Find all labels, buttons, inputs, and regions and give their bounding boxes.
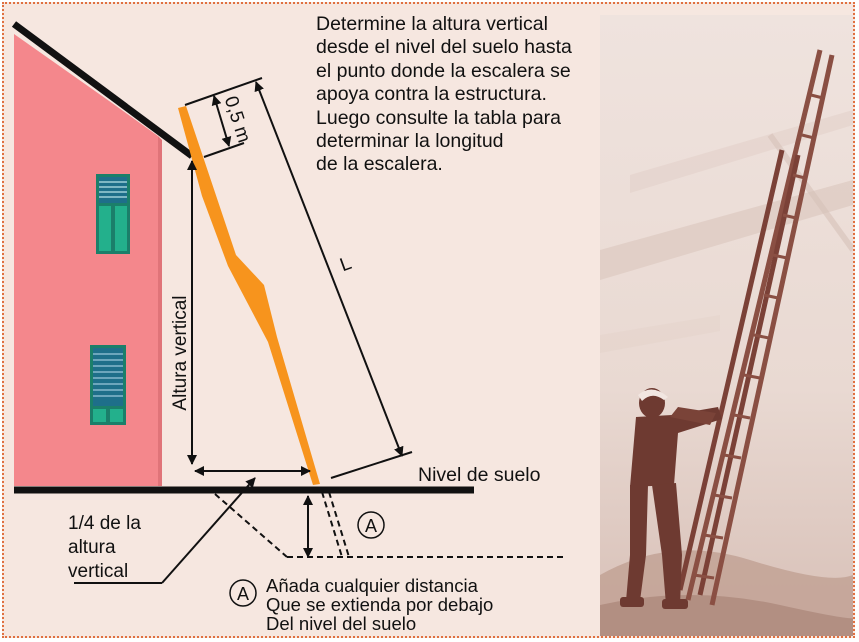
man-holding-extension-ladder-photo [600,15,853,636]
offset-extension-top [184,77,263,106]
ground-level-label: Nivel de suelo [418,464,541,486]
fraction-leader-arrow [161,477,256,584]
instructions-line: Luego consulte la tabla para [316,106,562,129]
marker-a-circle-lower [229,579,257,607]
below-ground-note: Añada cualquier distancia Que se extiend… [266,576,493,633]
gable-shadow [158,136,162,486]
dashed-ladder-foot-right-1 [321,491,343,558]
instructions-line: de la escalera. [316,153,443,176]
instructions-line: apoya contra la estructura. [316,83,547,106]
marker-a-lower: A [237,584,249,604]
quarter-height-label-line: altura [68,537,116,558]
dashed-ladder-foot-right-2 [328,491,350,558]
offset-extension-bottom [203,142,245,158]
building-wall [14,34,158,486]
below-ground-note-line: Que se extienda por debajo [266,594,494,615]
offset-arrow [211,95,232,147]
below-ground-note-line: Añada cualquier distancia [266,575,478,596]
dashed-ladder-foot-left [214,493,288,558]
quarter-height-label-line: vertical [68,561,129,582]
vertical-height-label: Altura vertical [170,295,191,411]
ladder [178,106,320,485]
length-extension-bottom [330,451,413,479]
lower-window [90,345,126,425]
upper-window [96,174,130,254]
roof-line [11,21,195,159]
instructions-line: determinar la longitud [316,130,504,153]
below-ground-note-line: Del nivel del suelo [266,613,417,634]
quarter-height-label-line: 1/4 de la [68,513,141,534]
length-arrow [254,81,404,457]
instructions-line: el punto donde la escalera se [316,59,571,82]
instructions-text: Determine la altura vertical desde el ni… [316,13,606,177]
quarter-height-label: 1/4 de la altura vertical [68,512,141,584]
ladder-diagram: A A [11,21,566,607]
marker-a-upper: A [365,516,377,536]
instructions-line: Determine la altura vertical [316,13,548,35]
marker-a-circle-upper [357,511,385,539]
instructions-line: desde el nivel del suelo hasta [316,36,572,59]
